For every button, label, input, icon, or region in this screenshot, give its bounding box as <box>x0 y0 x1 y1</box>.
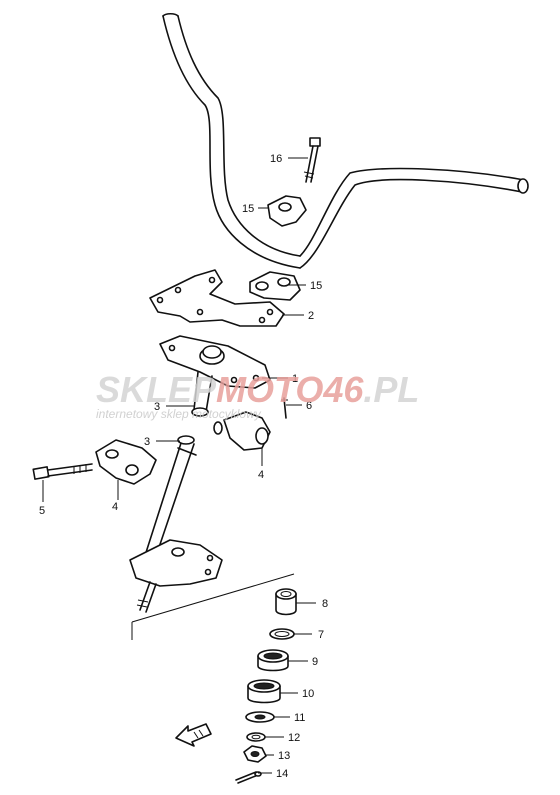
callout-6: 6 <box>306 400 312 412</box>
steering-shaft <box>129 371 223 613</box>
leader-lines <box>42 157 316 774</box>
callout-14: 14 <box>276 768 288 780</box>
callout-9: 9 <box>312 656 318 668</box>
callout-7: 7 <box>318 629 324 641</box>
front-arrow-icon <box>175 723 212 747</box>
callout-13: 13 <box>278 750 290 762</box>
cotter-pin-14 <box>235 771 262 784</box>
bearing-9 <box>257 649 289 672</box>
callout-1: 1 <box>292 373 298 385</box>
callout-4-left: 4 <box>112 501 118 513</box>
pin-6 <box>281 397 288 419</box>
clamp-right-4 <box>213 411 271 451</box>
washer-11 <box>245 711 275 723</box>
callout-2: 2 <box>308 310 314 322</box>
bracket-2 <box>149 269 285 327</box>
watermark-pl: .PL <box>363 369 419 410</box>
watermark-tagline: internetowy sklep motocyklowy <box>96 407 262 421</box>
bolt-16 <box>303 137 321 183</box>
callout-11: 11 <box>294 712 305 724</box>
clamp-upper-15 <box>267 195 307 227</box>
clamp-lower-15 <box>249 271 301 301</box>
washer-7 <box>269 628 295 640</box>
washer-12 <box>246 732 266 742</box>
callout-8: 8 <box>322 598 328 610</box>
bearing-10 <box>247 679 281 704</box>
steering-plate-1 <box>159 335 271 389</box>
clamp-left-4 <box>95 439 157 485</box>
callout-15-lower: 15 <box>310 280 322 292</box>
watermark: SKLEPMOTO46.PL internetowy sklep motocyk… <box>96 369 419 421</box>
callout-15-upper: 15 <box>242 203 254 215</box>
watermark-46: 46 <box>322 369 364 410</box>
explode-lines <box>131 573 295 640</box>
watermark-sklep: SKLEP <box>96 369 217 410</box>
watermark-moto: MOTO <box>216 369 323 410</box>
callout-10: 10 <box>302 688 314 700</box>
handlebar <box>162 12 529 269</box>
svg-text:SKLEPMOTO46.PL: SKLEPMOTO46.PL <box>96 369 419 410</box>
callouts: 16 15 15 2 1 6 3 3 4 4 5 8 7 9 10 11 12 … <box>39 153 328 780</box>
nut-13 <box>243 745 267 763</box>
callout-4-right: 4 <box>258 469 264 481</box>
callout-16: 16 <box>270 153 282 165</box>
bush-8 <box>275 588 297 616</box>
callout-3-upper: 3 <box>154 401 160 413</box>
bolt-5 <box>32 463 93 480</box>
callout-12: 12 <box>288 732 300 744</box>
callout-3-lower: 3 <box>144 436 150 448</box>
callout-5: 5 <box>39 505 45 517</box>
